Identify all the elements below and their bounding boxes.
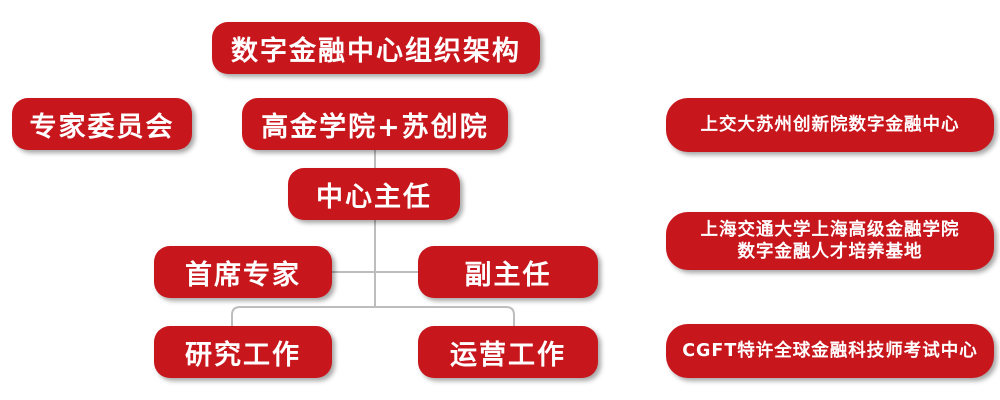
cgft-exam-center-label: CGFT特许全球金融科技师考试中心 [682,341,978,361]
suzhou-innovation-center-box: 上交大苏州创新院数字金融中心 [666,98,994,152]
suzhou-innovation-center-label: 上交大苏州创新院数字金融中心 [700,115,960,135]
deputy-director-box: 副主任 [418,246,598,298]
org-chart-title: 数字金融中心组织架构 [212,22,540,74]
director-box: 中心主任 [288,168,460,220]
institutes-box: 高金学院+苏创院 [242,98,508,150]
cgft-exam-center-box: CGFT特许全球金融科技师考试中心 [666,324,994,378]
talent-base-box: 上海交通大学上海高级金融学院 数字金融人才培养基地 [666,212,994,270]
expert-committee-box: 专家委员会 [12,98,192,150]
chief-expert-box: 首席专家 [154,246,332,298]
work-branch-connector [231,306,515,330]
operations-work-box: 运营工作 [418,326,598,378]
research-work-box: 研究工作 [154,326,332,378]
talent-base-label-line2: 数字金融人才培养基地 [737,242,923,262]
talent-base-label-line1: 上海交通大学上海高级金融学院 [700,220,960,240]
